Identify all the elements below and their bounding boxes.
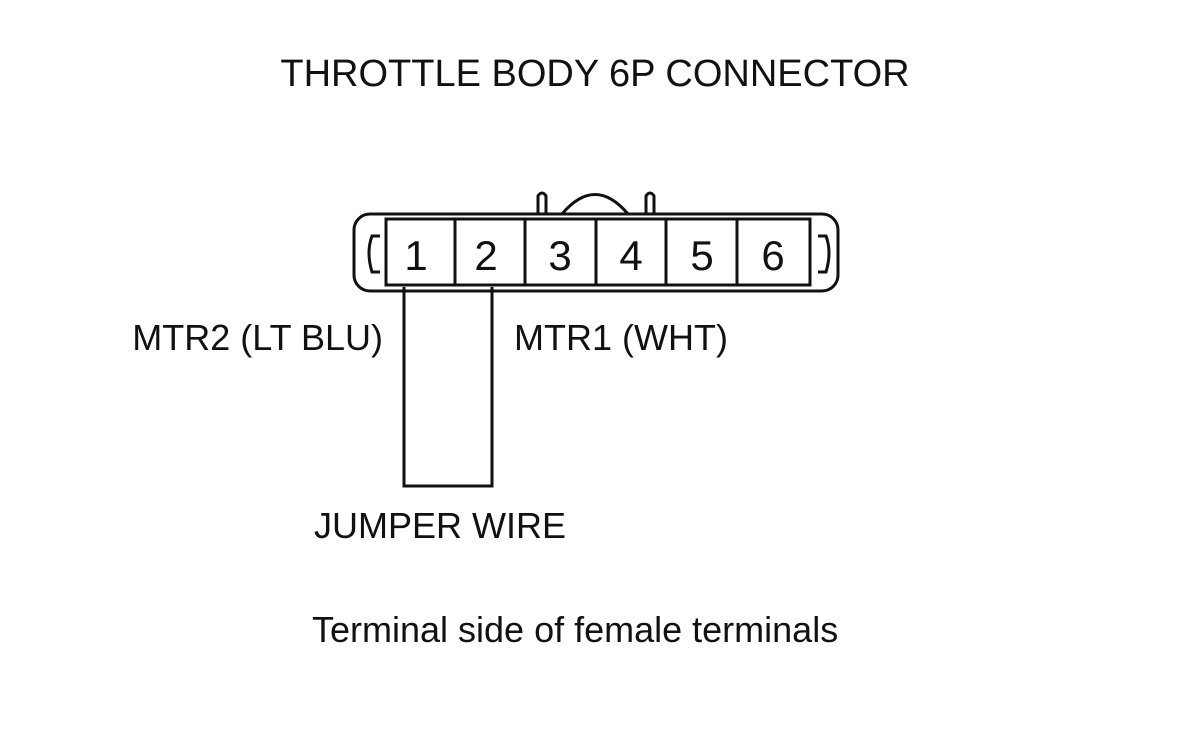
terminal-3-number: 3: [548, 232, 571, 279]
terminal-4-number: 4: [619, 232, 642, 279]
mtr2-label: MTR2 (LT BLU): [132, 317, 383, 358]
caption: Terminal side of female terminals: [312, 609, 838, 650]
diagram-title: THROTTLE BODY 6P CONNECTOR: [280, 53, 909, 95]
connector-body: [352, 212, 840, 293]
jumper-wire-label: JUMPER WIRE: [314, 505, 566, 546]
terminal-2-number: 2: [474, 232, 497, 279]
terminal-6-number: 6: [761, 232, 784, 279]
terminal-1-number: 1: [404, 232, 427, 279]
jumper-wire-line: [402, 287, 494, 488]
mtr1-label: MTR1 (WHT): [514, 317, 728, 358]
terminal-5-number: 5: [690, 232, 713, 279]
terminal-numbers: 1 2 3 4 5 6: [404, 232, 784, 279]
connector-lock-tab: [536, 191, 656, 215]
